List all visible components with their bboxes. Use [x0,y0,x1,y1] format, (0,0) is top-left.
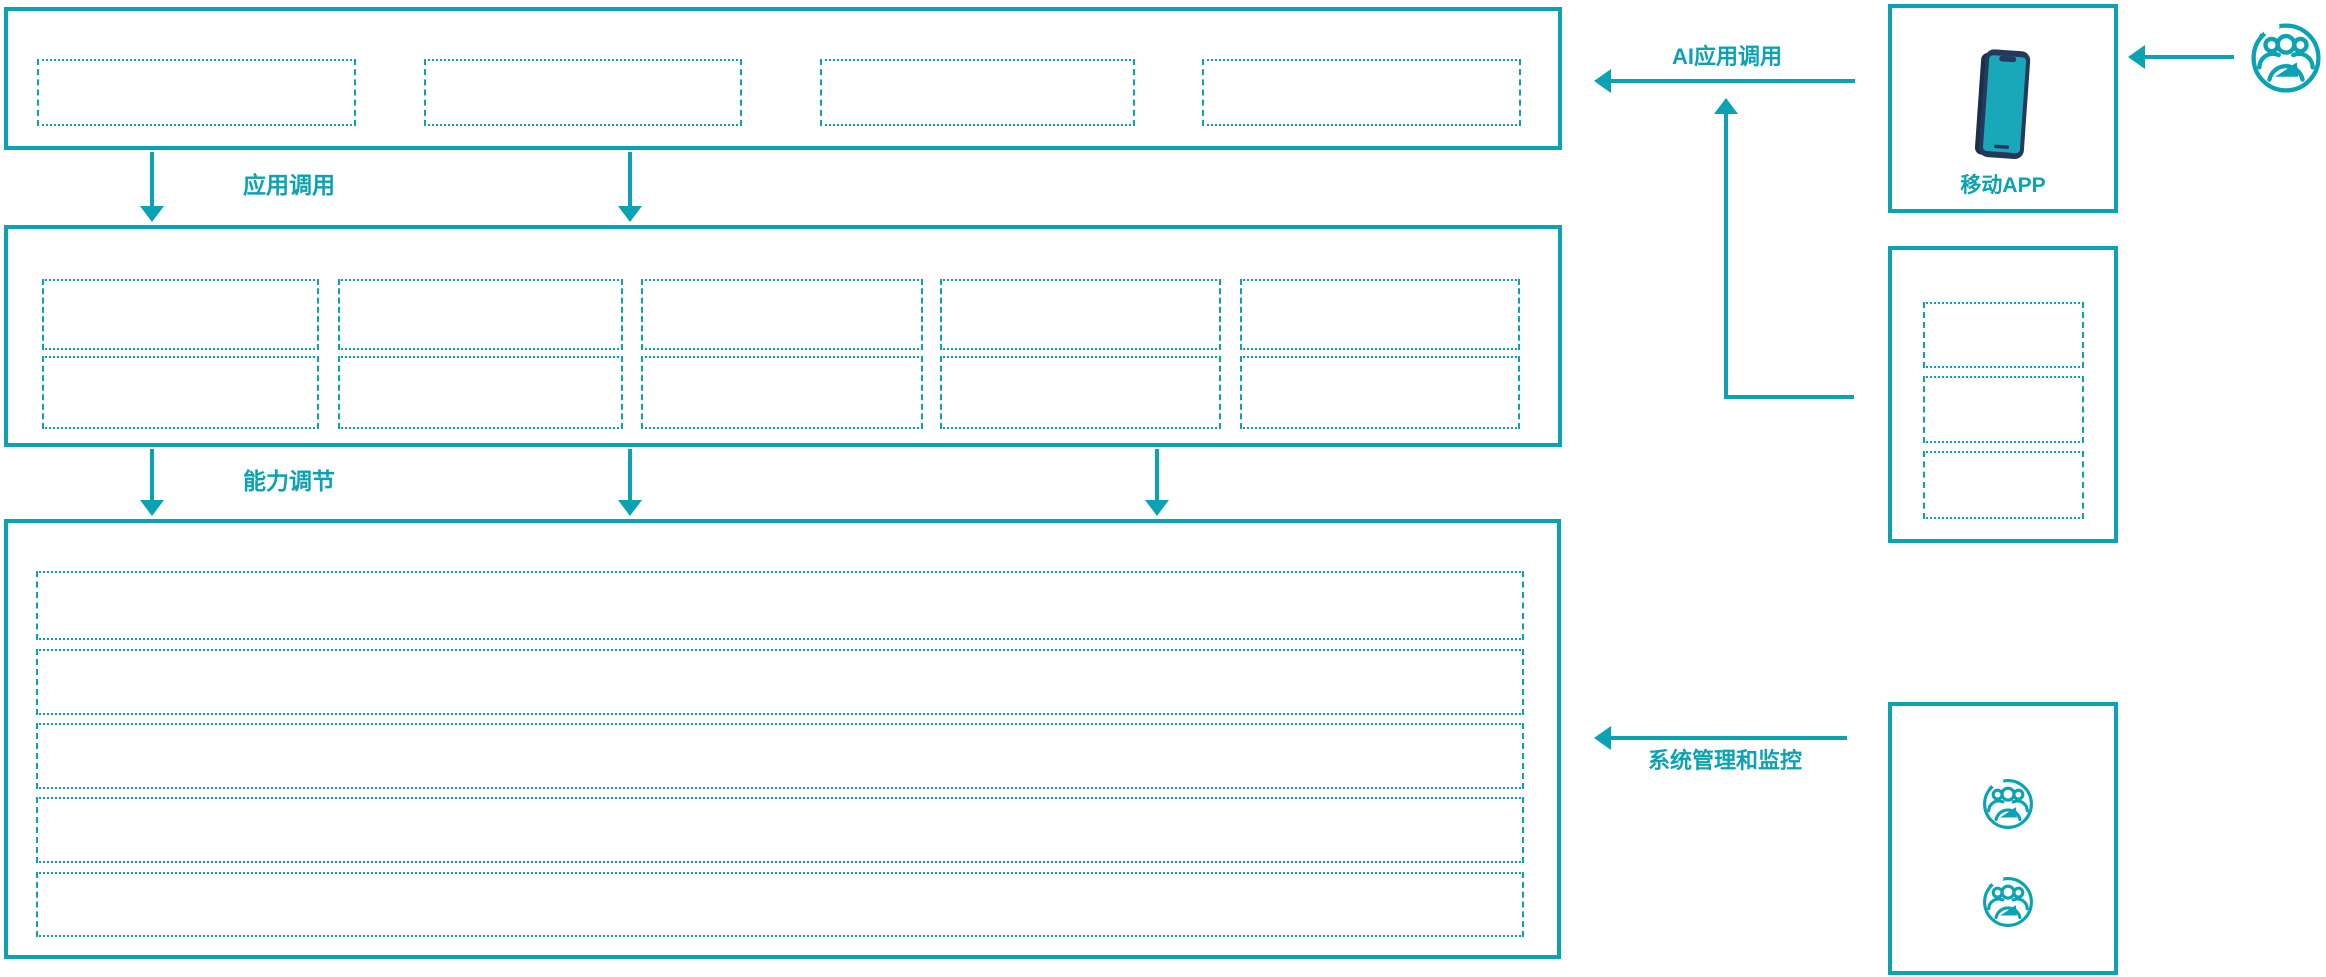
placeholder-box [42,279,319,350]
left-arrow-icon [1594,69,1611,93]
middle-layer-container [4,225,1562,447]
placeholder-row [36,723,1524,789]
placeholder-box [1923,451,2084,519]
placeholder-box [338,279,623,350]
down-arrow-icon [140,206,164,222]
capability-tune-label: 能力调节 [243,468,335,494]
elbow-connector-horizontal [1724,395,1854,399]
elbow-connector-vertical [1724,113,1728,399]
placeholder-box [1240,356,1520,429]
up-arrow-icon [1714,98,1738,114]
placeholder-box [1240,279,1520,350]
placeholder-row [36,571,1524,640]
down-arrow-line [150,152,154,206]
down-arrow-icon [1145,500,1169,516]
down-arrow-icon [618,206,642,222]
placeholder-box [1923,376,2084,443]
top-layer-container [4,7,1562,150]
left-arrow-line [1610,736,1847,740]
left-arrow-line [2144,55,2234,59]
down-arrow-line [1155,449,1159,501]
mobile-app-box: 移动APP [1888,4,2118,213]
bottom-layer-container [4,519,1561,959]
admin-box [1888,702,2118,975]
users-group-icon [1982,876,2034,928]
app-call-label: 应用调用 [243,172,335,198]
users-group-icon [2250,22,2322,94]
placeholder-row [36,649,1524,715]
placeholder-box [641,279,923,350]
left-arrow-icon [1594,726,1611,750]
down-arrow-icon [140,500,164,516]
placeholder-box [820,59,1135,126]
placeholder-box [1923,302,2084,368]
placeholder-box [338,356,623,429]
smartphone-icon [1974,49,2031,160]
platform-box [1888,246,2118,543]
down-arrow-line [628,152,632,206]
placeholder-box [641,356,923,429]
left-arrow-icon [2128,45,2145,69]
down-arrow-line [150,449,154,501]
users-group-icon [1982,778,2034,830]
placeholder-box [424,59,742,126]
system-mgmt-monitor-label: 系统管理和监控 [1648,748,1803,773]
placeholder-box [1202,59,1521,126]
placeholder-box [940,356,1221,429]
placeholder-box [940,279,1221,350]
placeholder-row [36,872,1524,937]
ai-app-call-label: AI应用调用 [1672,44,1783,69]
mobile-app-label: 移动APP [1960,174,2046,197]
down-arrow-icon [618,500,642,516]
down-arrow-line [628,449,632,501]
placeholder-row [36,797,1524,863]
left-arrow-line [1610,79,1855,83]
placeholder-box [42,356,319,429]
placeholder-box [37,59,356,126]
